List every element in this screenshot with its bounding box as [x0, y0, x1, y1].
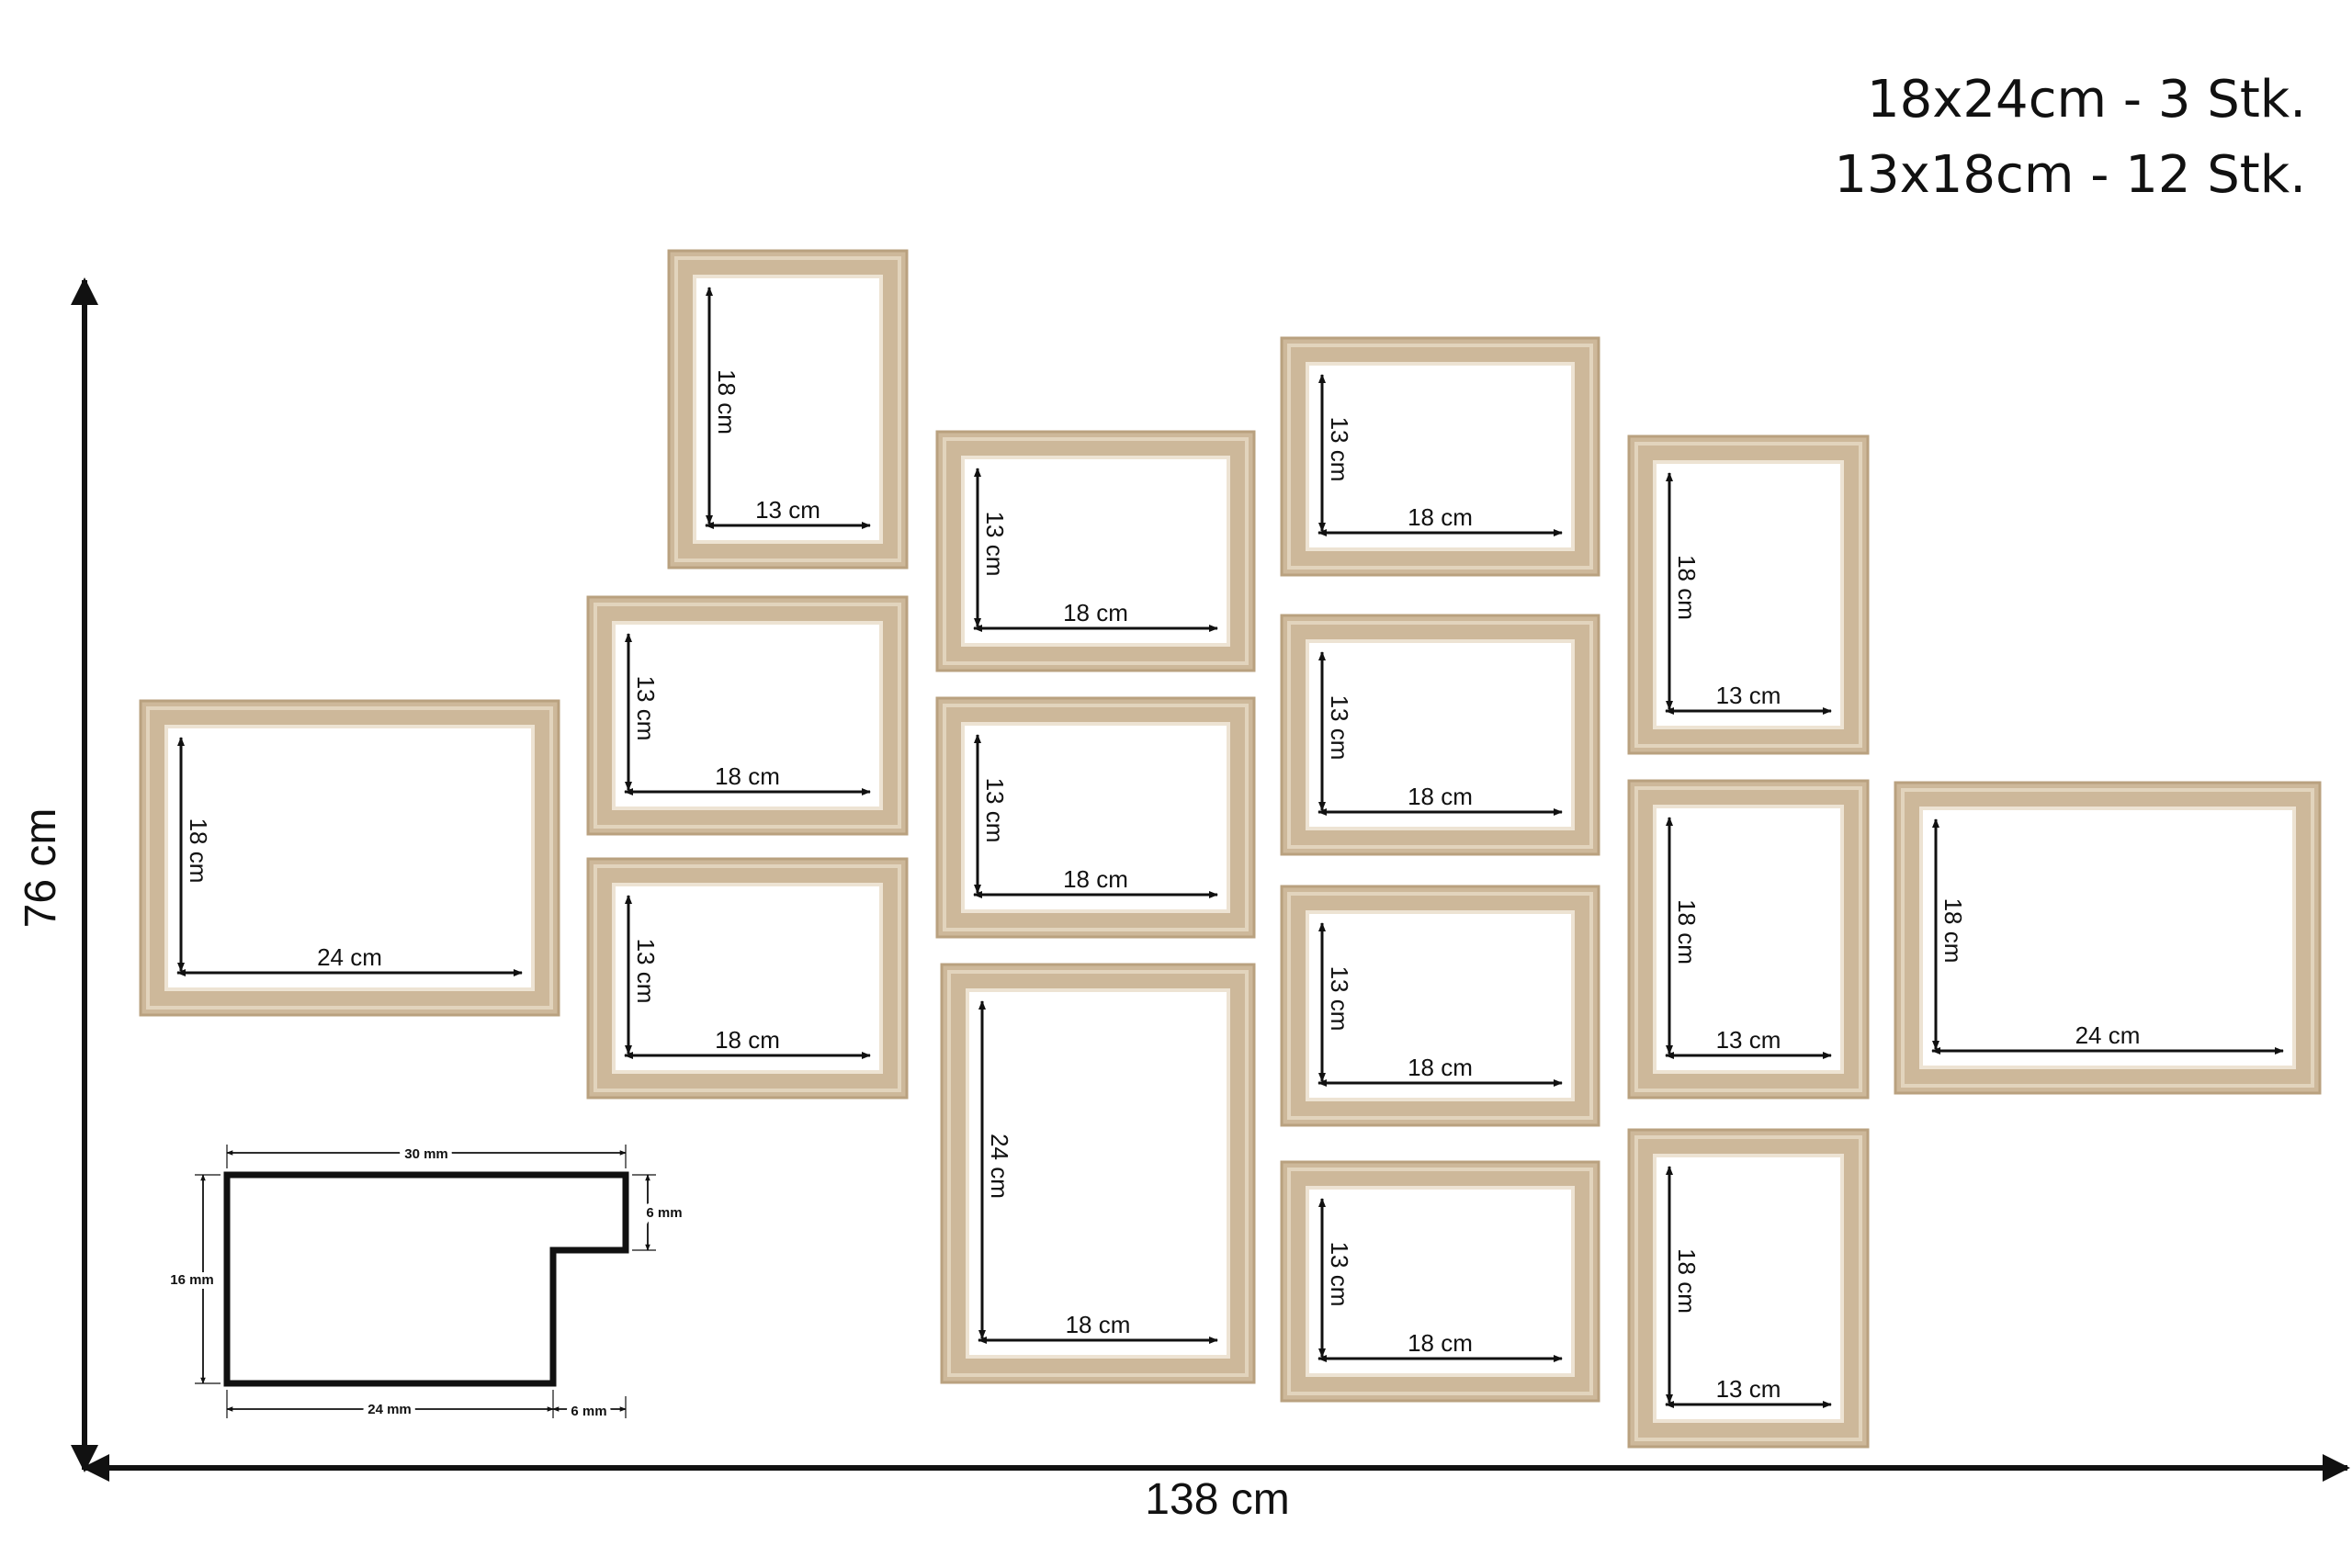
frame-9: 18 cm 13 cm [1280, 614, 1600, 856]
frame-12: 13 cm 18 cm [1627, 434, 1870, 755]
frame-picture-area [1923, 810, 2292, 1066]
profile-height-label: 16 mm [170, 1272, 214, 1288]
frame-15: 24 cm 18 cm [1894, 781, 2322, 1095]
height-dimension-label: 18 cm [1939, 898, 1967, 964]
frame-picture-area [696, 278, 879, 540]
frame-10: 18 cm 13 cm [1280, 885, 1600, 1127]
height-dimension-label: 13 cm [1326, 417, 1353, 482]
frame-picture-area [616, 886, 879, 1070]
frame-grain [943, 704, 1249, 931]
frame-picture-area [1657, 1157, 1840, 1419]
frame-1: 24 cm 18 cm [139, 699, 560, 1017]
height-dimension-label: 24 cm [986, 1134, 1013, 1199]
width-dimension-label: 24 cm [2075, 1021, 2141, 1049]
frame-8: 18 cm 13 cm [1280, 336, 1600, 577]
frame-grain [1901, 788, 2314, 1088]
width-dimension-label: 18 cm [1408, 1329, 1473, 1357]
frame-picture-area [1309, 914, 1571, 1098]
width-dimension-label: 18 cm [1408, 503, 1473, 531]
frame-grain [943, 437, 1249, 665]
frame-grain [1287, 892, 1593, 1120]
frame-3: 18 cm 13 cm [586, 595, 909, 836]
frame-grain [674, 256, 901, 562]
frame-grain [594, 864, 901, 1092]
frame-5: 18 cm 13 cm [935, 430, 1256, 672]
frame-grain [1634, 442, 1862, 748]
height-dimension-label: 13 cm [632, 676, 660, 741]
frame-grain [1287, 344, 1593, 570]
frame-picture-area [965, 459, 1227, 643]
frame-picture-area [616, 625, 879, 807]
height-dimension-label: 18 cm [713, 369, 741, 434]
height-dimension-label: 13 cm [981, 778, 1009, 843]
width-dimension-label: 18 cm [715, 1026, 780, 1054]
profile-step-width-label: 6 mm [571, 1404, 606, 1419]
frame-grain [1634, 1135, 1862, 1441]
overall-width-label: 138 cm [1145, 1475, 1289, 1524]
width-dimension-label: 18 cm [1066, 1311, 1131, 1338]
frame-grain [146, 706, 553, 1010]
legend-line-13x18: 13x18cm - 12 Stk. [1834, 145, 2306, 205]
frame-picture-area [965, 726, 1227, 909]
frame-picture-area [1309, 366, 1571, 547]
profile-bottom-width-label: 24 mm [368, 1402, 412, 1417]
width-dimension-label: 13 cm [755, 496, 820, 524]
frame-6: 18 cm 13 cm [935, 696, 1256, 939]
frame-11: 18 cm 13 cm [1280, 1160, 1600, 1403]
frame-grain [594, 603, 901, 829]
width-dimension-label: 18 cm [715, 762, 780, 790]
profile-outline [223, 1171, 629, 1387]
frame-2: 13 cm 18 cm [667, 249, 909, 570]
height-dimension-label: 13 cm [1326, 1242, 1353, 1307]
height-dimension-label: 18 cm [1673, 555, 1701, 620]
width-dimension-label: 13 cm [1716, 1375, 1781, 1403]
width-dimension-label: 13 cm [1716, 1026, 1781, 1054]
frame-grain [1287, 1168, 1593, 1395]
height-dimension-label: 18 cm [1673, 899, 1701, 964]
frame-4: 18 cm 13 cm [586, 857, 909, 1100]
height-dimension-label: 13 cm [1326, 695, 1353, 761]
width-dimension-label: 24 cm [317, 943, 382, 971]
width-dimension-label: 18 cm [1063, 599, 1128, 626]
overall-height-dimension: 76 cm [17, 277, 98, 1472]
height-dimension-label: 13 cm [632, 939, 660, 1004]
height-dimension-label: 13 cm [981, 512, 1009, 577]
overall-width-dimension: 138 cm [82, 1454, 2350, 1524]
frame-picture-area [1309, 1190, 1571, 1373]
frame-14: 13 cm 18 cm [1627, 1128, 1870, 1449]
frame-picture-area [969, 992, 1227, 1355]
frame-grain [947, 970, 1249, 1377]
width-dimension-label: 13 cm [1716, 682, 1781, 709]
profile-step-height-label: 6 mm [646, 1205, 682, 1221]
width-dimension-label: 18 cm [1408, 783, 1473, 810]
frame-picture-area [1309, 643, 1571, 827]
frame-count-legend: 18x24cm - 3 Stk. 13x18cm - 12 Stk. [1834, 62, 2306, 213]
profile-top-width-label: 30 mm [404, 1146, 448, 1162]
height-dimension-label: 13 cm [1326, 966, 1353, 1032]
legend-line-18x24: 18x24cm - 3 Stk. [1867, 70, 2306, 130]
height-dimension-label: 18 cm [185, 818, 212, 884]
overall-height-label: 76 cm [17, 808, 65, 929]
frame-picture-area [1657, 808, 1840, 1070]
frame-grain [1287, 621, 1593, 849]
frame-picture-area [168, 728, 531, 987]
frame-13: 13 cm 18 cm [1627, 779, 1870, 1100]
frame-picture-area [1657, 464, 1840, 726]
width-dimension-label: 18 cm [1063, 865, 1128, 893]
frame-profile-cross-section: 30 mm 16 mm 6 mm 24 mm 6 mm [165, 1142, 686, 1424]
width-dimension-label: 18 cm [1408, 1054, 1473, 1081]
height-dimension-label: 18 cm [1673, 1248, 1701, 1314]
frame-grain [1634, 786, 1862, 1092]
frame-7: 18 cm 24 cm [940, 963, 1256, 1384]
